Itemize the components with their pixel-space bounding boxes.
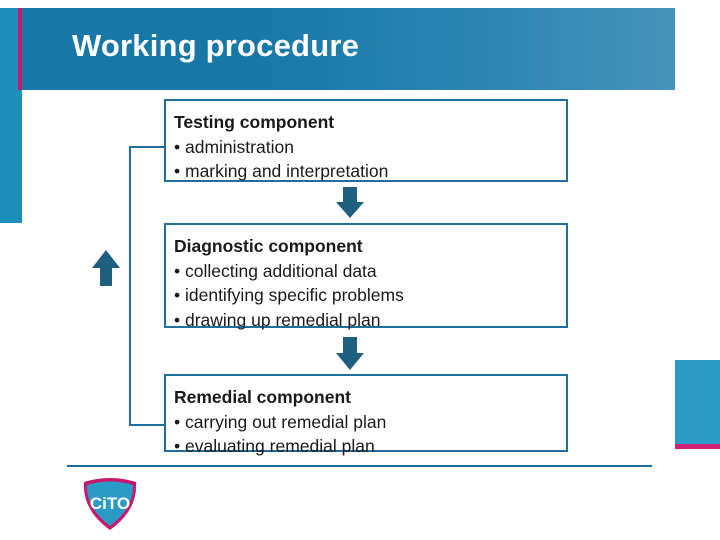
feedback-loop-line — [129, 146, 164, 426]
box-item: • evaluating remedial plan — [174, 436, 375, 456]
box-heading: Diagnostic component — [174, 236, 363, 256]
box-item: • drawing up remedial plan — [174, 309, 381, 330]
remedial-component-box: Remedial component • carrying out remedi… — [164, 374, 568, 456]
diagnostic-component-box: Diagnostic component • collecting additi… — [164, 223, 568, 330]
banner-accent-bar — [18, 8, 22, 90]
box-heading: Testing component — [174, 112, 335, 132]
up-arrow-icon — [92, 250, 120, 286]
logo-text: CiTO — [90, 494, 130, 513]
box-item: • collecting additional data — [174, 260, 377, 281]
down-arrow-icon — [336, 187, 364, 218]
box-item: • administration — [174, 136, 294, 157]
right-decor-accent — [675, 444, 720, 449]
cito-logo-icon: CiTO — [83, 478, 137, 530]
footer-divider — [67, 465, 652, 467]
slide-title: Working procedure — [72, 28, 360, 63]
down-arrow-icon — [336, 337, 364, 370]
left-decor-strip — [0, 8, 22, 223]
box-item: • identifying specific problems — [174, 285, 404, 305]
box-item: • marking and interpretation — [174, 161, 389, 181]
box-item: • carrying out remedial plan — [174, 411, 387, 432]
banner-photo-texture — [255, 8, 675, 90]
testing-component-box: Testing component • administration • mar… — [164, 99, 568, 182]
right-decor-block — [675, 360, 720, 445]
header-banner — [18, 8, 675, 90]
box-heading: Remedial component — [174, 387, 351, 407]
